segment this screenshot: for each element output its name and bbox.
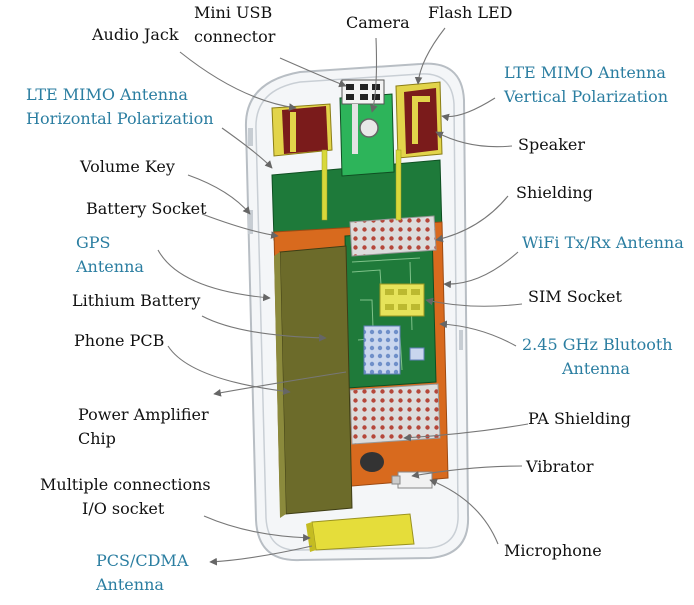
battery-edge: [274, 252, 286, 518]
label-lte-vertical-2: Vertical Polarization: [503, 87, 668, 106]
mini-usb-connector: [341, 79, 385, 105]
label-pcs-2: Antenna: [95, 575, 164, 594]
label-volume-key: Volume Key: [79, 157, 175, 176]
label-bluetooth-2: Antenna: [561, 359, 630, 378]
label-lte-horizontal-2: Horizontal Polarization: [26, 109, 214, 128]
label-pa-chip-2: Chip: [78, 429, 116, 448]
label-gps-1: GPS: [76, 233, 111, 252]
label-flash-led: Flash LED: [428, 3, 513, 22]
camera-flex: [352, 104, 358, 154]
pcs-antenna-edge: [306, 522, 316, 552]
label-lte-horizontal-1: LTE MIMO Antenna: [26, 85, 188, 104]
pa-shielding: [349, 383, 441, 445]
lte-mimo-antenna-horizontal: [271, 103, 333, 221]
label-pcs-1: PCS/CDMA: [96, 551, 189, 570]
label-sim-socket: SIM Socket: [528, 287, 622, 306]
label-pa-chip-1: Power Amplifier: [78, 405, 209, 424]
shielding: [349, 215, 437, 257]
label-bluetooth-1: 2.45 GHz Blutooth: [522, 335, 673, 354]
camera: [359, 118, 379, 138]
label-mini-usb-2: connector: [194, 27, 276, 46]
label-microphone: Microphone: [504, 541, 602, 560]
label-shielding: Shielding: [516, 183, 593, 202]
side-key: [248, 210, 253, 234]
callout-arrows: [157, 27, 529, 566]
side-slot: [459, 330, 463, 350]
small-chip: [409, 347, 425, 361]
microphone-tip: [391, 475, 401, 485]
label-mini-usb-1: Mini USB: [194, 3, 272, 22]
label-battery-socket: Battery Socket: [86, 199, 207, 218]
sim-socket: [379, 283, 425, 317]
label-speaker: Speaker: [518, 135, 585, 154]
lte-mimo-antenna-vertical: [395, 81, 443, 221]
label-phone-pcb: Phone PCB: [74, 331, 164, 350]
label-io-1: Multiple connections: [40, 475, 211, 494]
vibrator: [360, 452, 384, 472]
microphone: [397, 471, 433, 489]
label-wifi: WiFi Tx/Rx Antenna: [522, 233, 684, 252]
label-pa-shielding: PA Shielding: [528, 409, 631, 428]
label-lithium-battery: Lithium Battery: [72, 291, 200, 310]
label-io-2: I/O socket: [82, 499, 165, 518]
sim-contacts: [385, 289, 420, 310]
label-camera: Camera: [346, 13, 410, 32]
label-vibrator: Vibrator: [525, 457, 594, 476]
side-button: [248, 128, 253, 146]
power-amplifier-chip: [363, 325, 401, 375]
lithium-battery: [279, 245, 353, 515]
label-audio-jack: Audio Jack: [91, 25, 179, 44]
label-lte-vertical-1: LTE MIMO Antenna: [504, 63, 666, 82]
label-gps-2: Antenna: [75, 257, 144, 276]
